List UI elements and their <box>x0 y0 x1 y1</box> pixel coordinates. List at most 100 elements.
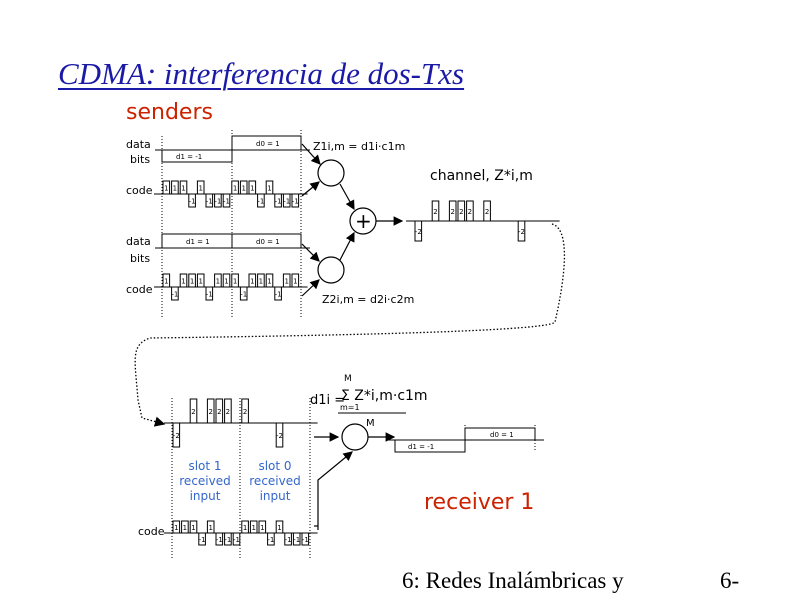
receiver-code-chip-value: 1 <box>183 524 187 532</box>
s1-code-chip <box>282 193 291 208</box>
receiver-code-chip-value: 1 <box>260 524 264 532</box>
s1-code-chip-value: -1 <box>189 198 196 206</box>
received-chip-value: 2 <box>217 408 221 416</box>
receiver-code-chip <box>301 532 310 546</box>
s1-code-chip <box>196 180 205 195</box>
s2-code-chip <box>239 286 248 301</box>
s2-code-chip-value: 1 <box>216 278 220 286</box>
s1-bit0-text: d0 = 1 <box>256 140 280 148</box>
s1-code-chip-value: 1 <box>233 185 237 193</box>
receiver-code-chip <box>258 520 267 534</box>
receiver-code-chip-value: -1 <box>267 536 274 544</box>
receiver-code-chip <box>181 520 189 534</box>
s2-code-chip <box>257 273 265 288</box>
channel-chip <box>414 220 423 242</box>
receiver-code-chip <box>292 532 301 546</box>
channel-chip <box>466 200 474 222</box>
z2-formula: Z2i,m = d2i·c2m <box>322 293 414 306</box>
s1-code-chip <box>248 180 257 195</box>
s1-code-chip-value: -1 <box>283 198 290 206</box>
s2-code-label: code <box>126 283 153 296</box>
s1-code-chip-value: 1 <box>267 185 271 193</box>
s1-code-chip-value: 1 <box>198 185 202 193</box>
receiver-code-chip <box>206 520 215 534</box>
s1-code-chip <box>274 193 282 208</box>
s2-code-chip-value: -1 <box>275 291 282 299</box>
s1-code-chip <box>214 193 222 208</box>
s2-code-chip-value: 1 <box>190 278 194 286</box>
channel-chip-value: 2 <box>468 208 472 216</box>
receiver-code-chip <box>232 532 241 546</box>
out-bit0-text: d0 = 1 <box>490 431 514 439</box>
channel-chip-value: 2 <box>459 208 463 216</box>
senders-label: senders <box>126 100 213 125</box>
s2-code-chip-value: -1 <box>171 291 178 299</box>
s2-bit1-text: d1 = 1 <box>186 238 210 246</box>
s2-code-chip-value: 1 <box>181 278 185 286</box>
z1-formula: Z1i,m = d1i·c1m <box>313 140 405 153</box>
slot0-received-label: slot 0 received input <box>249 459 301 503</box>
decode-sum: Σ Z*i,m·c1m <box>341 388 428 404</box>
received-chip-value: 2 <box>208 408 212 416</box>
received-chip <box>172 422 181 448</box>
slot1-received-label: slot 1 received input <box>179 459 231 503</box>
receiver-code-chip-value: -1 <box>302 536 309 544</box>
receiver-code-chip <box>198 532 206 546</box>
channel-chip <box>457 200 466 222</box>
s1-code-chip <box>179 180 188 195</box>
s1-code-chip <box>265 180 274 195</box>
s1-code-chip <box>162 180 171 195</box>
received-chip-value: -2 <box>173 432 180 440</box>
s2-bit0-text: d0 = 1 <box>256 238 280 246</box>
s1-bit1-text: d1 = -1 <box>176 153 202 161</box>
channel-chip-value: 2 <box>450 208 454 216</box>
s2-code-chip-value: 1 <box>293 278 297 286</box>
receiver-label: receiver 1 <box>424 490 535 515</box>
receiver-code-chip <box>224 532 232 546</box>
receiver-code-chip-value: -1 <box>216 536 223 544</box>
s2-code-chip-value: 1 <box>250 278 254 286</box>
received-chip <box>206 398 215 424</box>
receiver-code-label: code <box>138 525 165 538</box>
s2-data-label: data <box>126 235 151 248</box>
s1-code-chip <box>291 193 300 208</box>
channel-chip-value: 2 <box>433 208 437 216</box>
channel-chip-value: -2 <box>518 228 525 236</box>
received-chip <box>275 422 284 448</box>
s2-code-chip-value: 1 <box>233 278 237 286</box>
s1-code-chip <box>188 193 196 208</box>
receiver-code-chip-value: 1 <box>174 524 178 532</box>
receiver-code-chip <box>284 532 292 546</box>
receiver-code-chip-value: 1 <box>243 524 247 532</box>
s1-code-chip-value: -1 <box>214 198 221 206</box>
receiver-code-chip <box>241 520 249 534</box>
s2-code-chip <box>282 273 291 288</box>
s1-code-chip <box>222 193 231 208</box>
footer-page: 6- <box>720 568 740 593</box>
s2-code-chip <box>291 273 300 288</box>
s2-code-chip-value: 1 <box>198 278 202 286</box>
receiver-code-chip <box>215 532 224 546</box>
s1-code-chip <box>231 180 239 195</box>
s1-code-chip-value: -1 <box>206 198 213 206</box>
receiver-multiplier <box>341 423 369 451</box>
s1-code-chip-value: 1 <box>164 185 168 193</box>
receiver-code-chip <box>172 520 181 534</box>
channel-chip <box>483 200 491 222</box>
receiver-code-chip-value: -1 <box>199 536 206 544</box>
channel-chip <box>517 220 526 242</box>
receiver-code-chip-value: 1 <box>251 524 255 532</box>
s2-code-chip-value: 1 <box>224 278 228 286</box>
s1-code-chip <box>171 180 179 195</box>
s1-code-chip-value: 1 <box>250 185 254 193</box>
channel-label: channel, Z*i,m <box>430 168 533 184</box>
receiver-code-chip <box>275 520 284 534</box>
channel-chip <box>448 200 457 222</box>
s2-code-chip <box>162 273 171 288</box>
decode-sum-upper: M <box>344 374 352 384</box>
